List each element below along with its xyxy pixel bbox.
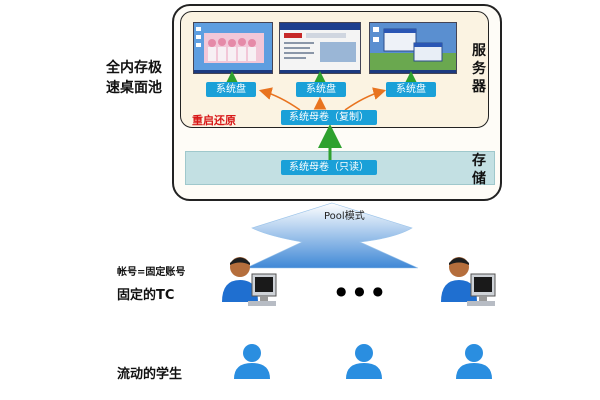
desktop-screenshot-1-art: [194, 23, 272, 73]
mobile-students-label: 流动的学生: [117, 367, 183, 382]
desktop-screenshot-2-art: [280, 23, 360, 73]
system-disk-2: 系统盘: [296, 82, 346, 97]
arrow-copy-right: [344, 87, 387, 111]
storage-label: 存储: [470, 152, 488, 188]
memory-pool-title: 全内存极速桌面池: [106, 60, 162, 96]
storage-label-text: 存储: [472, 153, 486, 187]
user-icon: [346, 344, 382, 379]
user-icon: [234, 344, 270, 379]
server-label: 服务器: [470, 42, 488, 96]
user-at-computer-icon: [441, 257, 496, 306]
system-disk-3: 系统盘: [386, 82, 436, 97]
system-disk-1: 系统盘: [206, 82, 256, 97]
server-label-text: 服务器: [472, 43, 486, 95]
arrow-copy-left: [258, 87, 301, 111]
desktop-screenshot-icon: [279, 22, 361, 74]
tc-account-label: 帐号=固定账号: [117, 267, 186, 278]
restart-restore-label: 重启还原: [192, 114, 236, 127]
ellipsis-dots: ● ● ●: [336, 284, 386, 298]
user-at-computer-icon: [222, 257, 277, 306]
desktop-screenshot-icon: [193, 22, 273, 74]
pool-mode-label: Pool模式: [324, 211, 365, 222]
user-icon: [456, 344, 492, 379]
pool-funnel-shape: [245, 202, 419, 269]
parent-volume-readonly: 系统母卷（只读）: [281, 160, 377, 175]
fixed-tc-label: 固定的TC: [117, 288, 175, 303]
parent-volume-copy: 系统母卷（复制）: [281, 110, 377, 125]
